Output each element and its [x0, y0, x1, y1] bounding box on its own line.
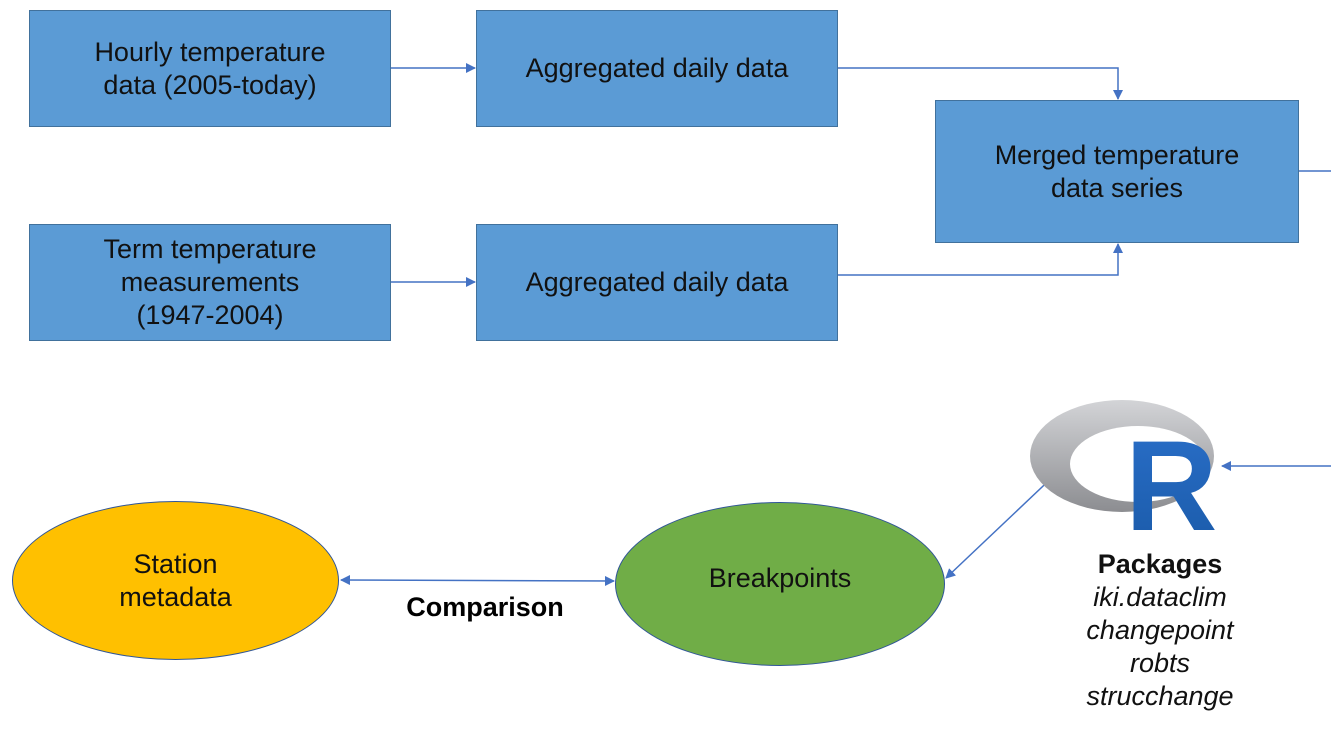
r-logo-icon: R — [1030, 400, 1217, 538]
package-item: iki.dataclim — [1093, 581, 1227, 612]
arrow-station-breakpoints-comparison — [340, 575, 615, 586]
aggregated-daily-bottom-box: Aggregated daily data — [476, 224, 838, 341]
package-item: robts — [1129, 647, 1191, 678]
r-logo-letter: R — [1125, 415, 1217, 538]
term-measurements-box: Term temperature measurements (1947-2004… — [29, 224, 391, 341]
breakpoints-ellipse: Breakpoints — [615, 502, 945, 666]
arrow-aggregated-top-to-merged — [838, 67, 1123, 100]
station-metadata-ellipse: Station metadata — [12, 501, 339, 660]
package-item: strucchange — [1086, 680, 1234, 711]
packages-block: Packages iki.dataclim changepoint robts … — [1040, 548, 1280, 713]
aggregated-daily-top-box: Aggregated daily data — [476, 10, 838, 127]
arrow-r-logo-to-breakpoints — [945, 469, 1061, 579]
comparison-label: Comparison — [406, 592, 564, 622]
hourly-data-box: Hourly temperature data (2005-today) — [29, 10, 391, 127]
packages-title: Packages — [1097, 549, 1223, 579]
package-item: changepoint — [1086, 614, 1234, 645]
arrow-aggregated-bottom-to-merged — [838, 243, 1123, 276]
merged-series-box: Merged temperature data series — [935, 100, 1299, 243]
